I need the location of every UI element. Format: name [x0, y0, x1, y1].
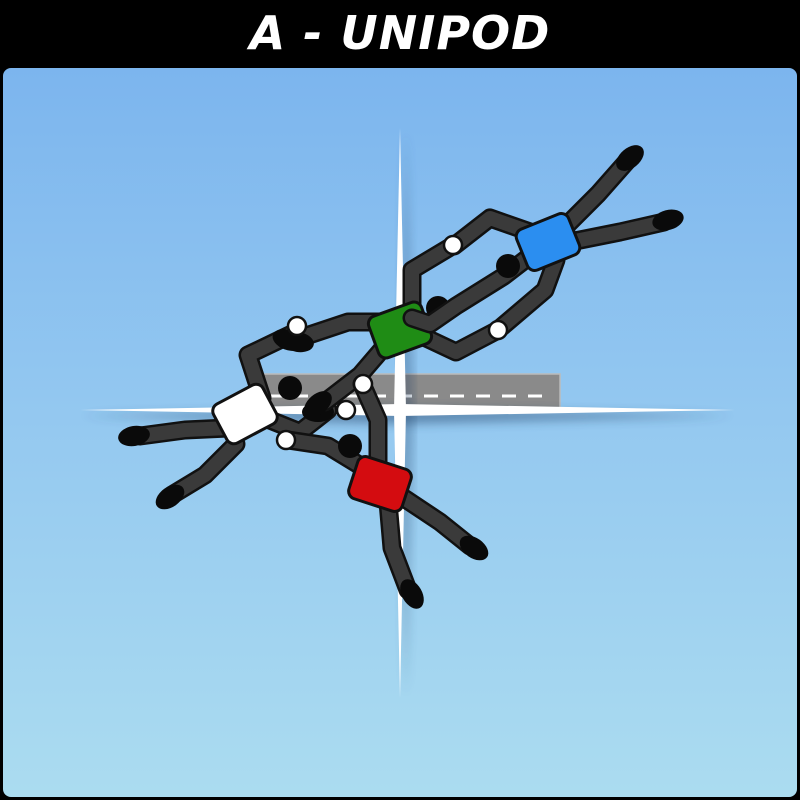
- jumper-white: [118, 322, 338, 510]
- jumper-blue: [402, 145, 684, 340]
- jumper-red-foot: [459, 535, 489, 561]
- jumper-blue-torso: [514, 212, 582, 272]
- grip-point: [286, 315, 308, 337]
- jumper-blue-leg: [559, 153, 635, 233]
- grips-layer: [275, 234, 509, 451]
- page-title: A - UNIPOD: [249, 6, 551, 60]
- jumper-white-foot: [118, 425, 150, 447]
- jumper-blue-foot: [652, 209, 684, 231]
- formation-diagram: [80, 128, 735, 698]
- jumper-blue-foot: [616, 145, 644, 171]
- jumper-green-arm: [415, 323, 505, 359]
- jumper-blue-head: [496, 254, 520, 278]
- jumper-blue-leg: [563, 215, 671, 249]
- jumpers-layer: [118, 145, 684, 609]
- jumper-red-head: [338, 434, 362, 458]
- grip-point: [442, 234, 464, 256]
- jumper-blue-arm: [447, 211, 537, 253]
- jumper-green-hand: [304, 391, 332, 417]
- sky-panel: [3, 68, 797, 797]
- jumper-green-arm: [405, 239, 459, 323]
- grip-point: [352, 373, 374, 395]
- jumper-green-hand: [282, 331, 314, 353]
- title-bar: A - UNIPOD: [0, 0, 800, 66]
- jumper-white-torso: [211, 382, 279, 446]
- grip-point: [275, 429, 297, 451]
- grip-point: [487, 319, 509, 341]
- jumper-red: [278, 374, 489, 609]
- jumper-red-arm: [355, 377, 385, 469]
- jumper-blue-arm: [491, 253, 563, 337]
- jumper-red-arm: [281, 433, 371, 475]
- grip-point: [335, 399, 357, 421]
- compass-cross: [80, 128, 735, 698]
- jumper-red-torso: [347, 455, 413, 513]
- jumper-red-leg: [397, 491, 477, 553]
- jumper-white-leg: [133, 421, 235, 443]
- jumper-red-leg: [381, 495, 415, 597]
- jumper-white-head: [278, 376, 302, 400]
- jumper-red-foot: [400, 579, 424, 609]
- jumper-white-foot: [155, 484, 185, 510]
